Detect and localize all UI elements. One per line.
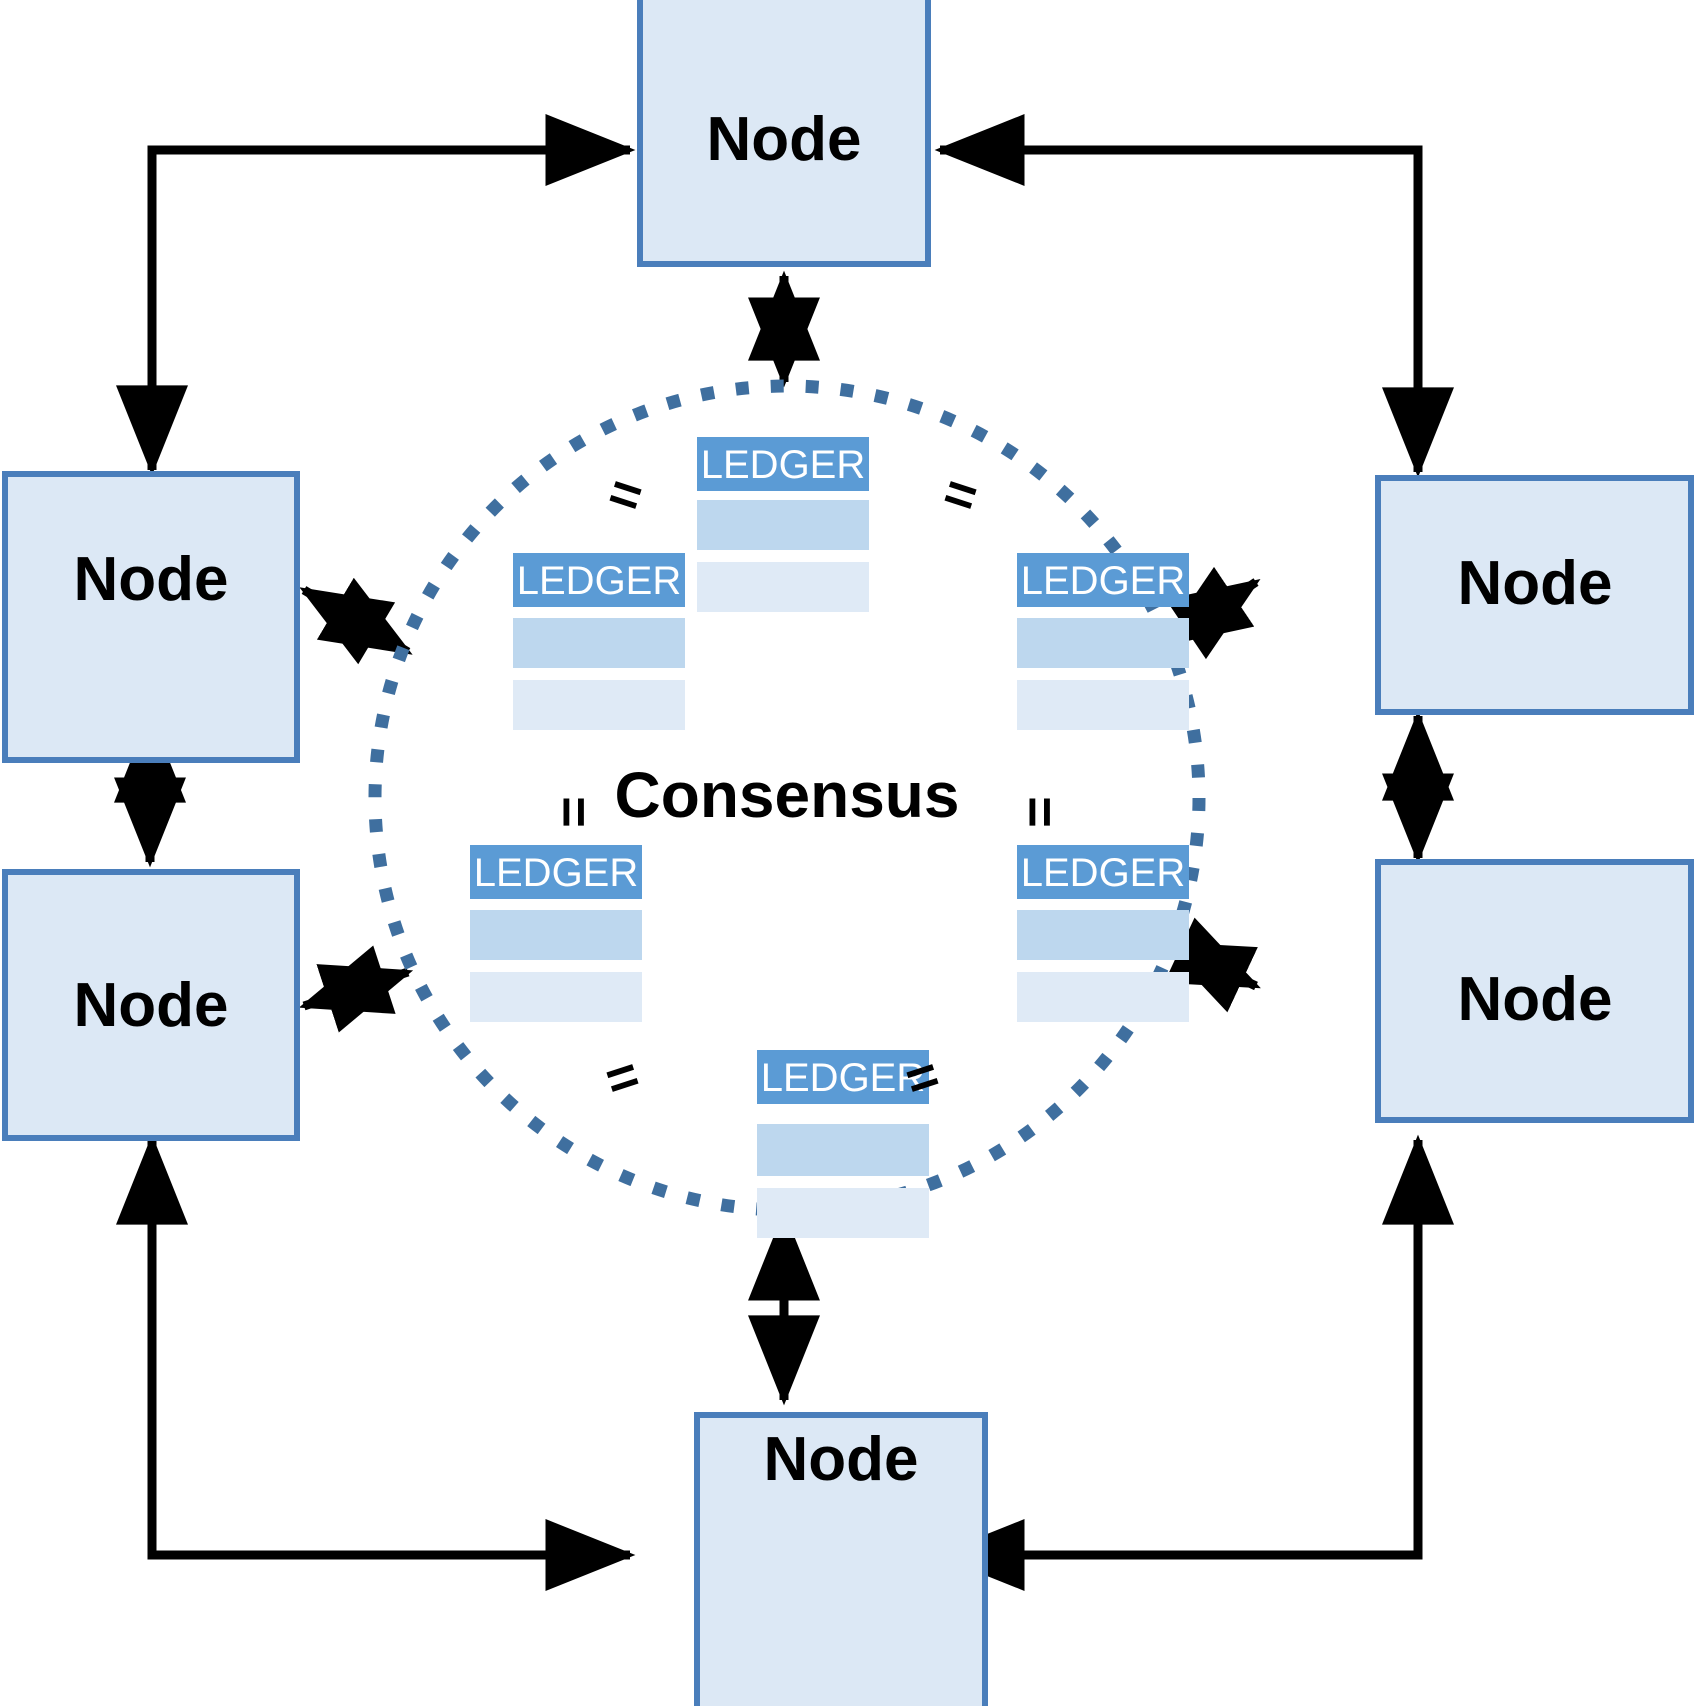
conn-right-lower-to-bottom — [934, 1134, 1454, 1591]
ledger-row-light — [1017, 972, 1189, 1022]
ledger-header — [1017, 845, 1189, 899]
node-label: Node — [707, 105, 862, 174]
ledger-header-label: LEDGER — [474, 851, 639, 895]
node-box[interactable] — [2, 869, 300, 1141]
node-label: Node — [1458, 549, 1613, 618]
node-label: Node — [74, 545, 229, 614]
node-left-lower[interactable]: Node — [2, 869, 300, 1141]
node-box[interactable] — [694, 1412, 988, 1706]
ledger-header-label: LEDGER — [1021, 851, 1186, 895]
ledger-row-light — [470, 972, 642, 1022]
ledger-bottom[interactable]: LEDGER — [757, 1050, 929, 1238]
conn-left-upper-to-center — [299, 577, 413, 665]
ledger-header-label: LEDGER — [517, 559, 682, 603]
ledger-right-upper[interactable]: LEDGER — [1017, 553, 1189, 730]
ledger-row-mid — [697, 500, 869, 550]
node-label: Node — [74, 971, 229, 1040]
conn-left-upper-to-top — [116, 114, 636, 476]
eq-mid-right-icon: = — [1010, 796, 1070, 828]
ledger-row-mid — [1017, 618, 1189, 668]
conn-right-upper-to-top — [934, 114, 1454, 478]
eq-top-right-icon: = — [936, 461, 985, 528]
ledger-header — [697, 437, 869, 491]
ledger-left-upper[interactable]: LEDGER — [513, 553, 685, 730]
conn-left-lower-to-center — [298, 945, 414, 1033]
ledger-row-light — [1017, 680, 1189, 730]
node-top[interactable]: Node — [637, 0, 931, 267]
conn-left-lower-to-bottom — [116, 1134, 636, 1591]
ledger-header — [757, 1050, 929, 1104]
ledger-left-lower[interactable]: LEDGER — [470, 845, 642, 1022]
ledger-right-lower[interactable]: LEDGER — [1017, 845, 1189, 1022]
node-right-lower[interactable]: Node — [1375, 859, 1694, 1123]
node-bottom[interactable]: Node — [694, 1412, 988, 1706]
eq-top-left-icon: = — [601, 461, 650, 528]
node-left-upper[interactable]: Node — [2, 471, 300, 763]
node-box[interactable] — [1375, 475, 1694, 715]
ledger-header — [513, 553, 685, 607]
consensus-circle — [368, 379, 1206, 1217]
consensus-label: Consensus — [615, 759, 960, 831]
ledger-row-mid — [513, 618, 685, 668]
node-label: Node — [1458, 965, 1613, 1034]
node-box[interactable] — [1375, 859, 1694, 1123]
eq-mid-left-icon: = — [544, 796, 604, 828]
ledger-header — [1017, 553, 1189, 607]
ledger-row-light — [757, 1188, 929, 1238]
ledger-row-mid — [470, 910, 642, 960]
ledger-header-label: LEDGER — [701, 443, 866, 487]
ledger-top[interactable]: LEDGER — [697, 437, 869, 612]
eq-bottom-left-icon: = — [598, 1044, 647, 1111]
ledger-row-mid — [757, 1124, 929, 1176]
node-right-upper[interactable]: Node — [1375, 475, 1694, 715]
ledger-header-label: LEDGER — [1021, 559, 1186, 603]
ledger-row-light — [513, 680, 685, 730]
ledger-row-mid — [1017, 910, 1189, 960]
node-label: Node — [764, 1425, 919, 1494]
ledger-row-light — [697, 562, 869, 612]
ledger-header-label: LEDGER — [761, 1056, 926, 1100]
node-box[interactable] — [2, 471, 300, 763]
outer-ring-connectors — [114, 114, 1454, 1591]
ledger-header — [470, 845, 642, 899]
node-box[interactable] — [637, 0, 931, 267]
